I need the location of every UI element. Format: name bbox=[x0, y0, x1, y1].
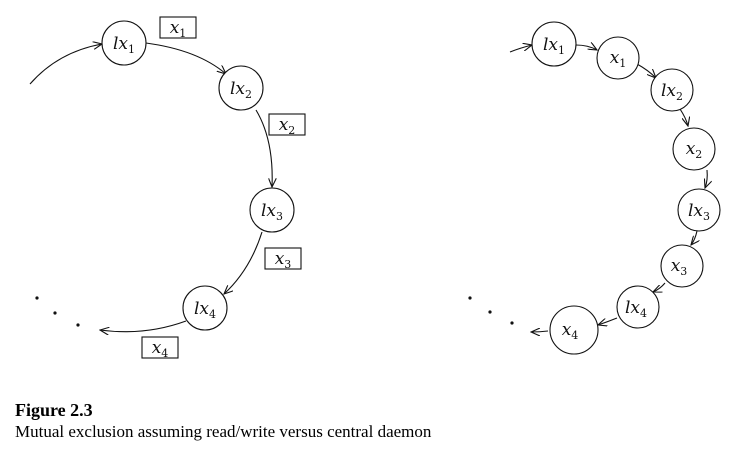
left-edge-out bbox=[100, 320, 187, 332]
svg-text:x3: x3 bbox=[275, 249, 292, 271]
left-box-x3: x3 bbox=[264, 247, 302, 271]
svg-text:x1: x1 bbox=[170, 18, 187, 40]
right-edge-lx1-x1 bbox=[575, 45, 597, 50]
right-edge-lx4-x4 bbox=[598, 317, 618, 325]
right-edge-out bbox=[531, 331, 549, 332]
right-ellipsis-dot bbox=[468, 296, 472, 300]
right-node-x2: x2 bbox=[672, 127, 716, 171]
svg-text:x1: x1 bbox=[610, 48, 627, 70]
figure-caption: Figure 2.3 Mutual exclusion assuming rea… bbox=[15, 399, 431, 442]
svg-text:lx4: lx4 bbox=[194, 299, 216, 321]
right-edge-x1-lx2 bbox=[636, 63, 656, 78]
svg-text:x2: x2 bbox=[279, 115, 296, 137]
caption-text: Mutual exclusion assuming read/write ver… bbox=[15, 422, 432, 441]
svg-text:x4: x4 bbox=[562, 320, 579, 342]
right-node-lx3: lx3 bbox=[677, 188, 721, 232]
svg-text:x2: x2 bbox=[686, 139, 703, 161]
left-node-lx2: lx2 bbox=[218, 65, 264, 111]
left-box-x1: x1 bbox=[159, 16, 197, 40]
left-edge-3-4 bbox=[224, 231, 263, 294]
right-ellipsis-dot bbox=[488, 310, 492, 314]
right-node-lx4: lx4 bbox=[616, 285, 660, 329]
left-edge-in bbox=[29, 44, 102, 85]
right-edge-x2-lx3 bbox=[705, 169, 707, 188]
left-box-x4: x4 bbox=[141, 336, 179, 360]
svg-text:lx2: lx2 bbox=[661, 81, 683, 103]
right-node-lx2: lx2 bbox=[650, 68, 694, 112]
right-ring: lx1 x1 lx2 x2 lx3 x3 lx4 x4 bbox=[468, 21, 721, 355]
figure-diagram: lx1 lx2 lx3 lx4 x1 x2 x3 x4 bbox=[29, 16, 721, 360]
svg-text:lx3: lx3 bbox=[688, 201, 710, 223]
right-edge-x3-lx4 bbox=[653, 282, 666, 292]
right-ellipsis-dot bbox=[510, 321, 514, 325]
right-node-lx1: lx1 bbox=[531, 21, 577, 67]
left-edge-2-3 bbox=[255, 109, 272, 187]
left-edge-1-2 bbox=[145, 42, 226, 74]
right-edge-in bbox=[509, 45, 532, 53]
svg-text:lx3: lx3 bbox=[261, 201, 283, 223]
left-ring: lx1 lx2 lx3 lx4 x1 x2 x3 x4 bbox=[29, 16, 306, 360]
caption-title: Figure 2.3 bbox=[15, 400, 93, 420]
left-ellipsis-dot bbox=[76, 323, 80, 327]
left-box-x2: x2 bbox=[268, 113, 306, 137]
left-node-lx4: lx4 bbox=[182, 285, 228, 331]
left-ellipsis-dot bbox=[53, 311, 57, 315]
right-node-x3: x3 bbox=[660, 244, 704, 288]
right-edge-lx2-x2 bbox=[679, 108, 688, 126]
right-edge-lx3-x3 bbox=[691, 230, 697, 245]
left-node-lx3: lx3 bbox=[249, 187, 295, 233]
svg-text:x4: x4 bbox=[152, 338, 169, 360]
svg-text:x3: x3 bbox=[671, 256, 688, 278]
svg-text:lx2: lx2 bbox=[230, 79, 252, 101]
svg-text:lx1: lx1 bbox=[543, 35, 565, 57]
right-node-x1: x1 bbox=[596, 36, 640, 80]
svg-text:lx4: lx4 bbox=[625, 298, 647, 320]
right-node-x4: x4 bbox=[549, 305, 599, 355]
svg-text:lx1: lx1 bbox=[113, 34, 135, 56]
left-ellipsis-dot bbox=[35, 296, 39, 300]
left-node-lx1: lx1 bbox=[101, 20, 147, 66]
